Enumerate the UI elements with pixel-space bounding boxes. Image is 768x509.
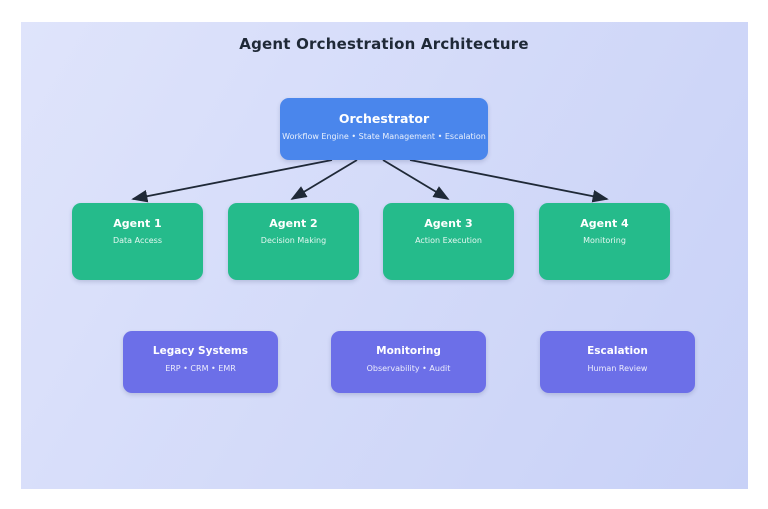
agent-4-title: Agent 4 [580, 217, 629, 230]
legacy-systems-node: Legacy Systems ERP • CRM • EMR [123, 331, 278, 393]
agent-1-node: Agent 1 Data Access [72, 203, 203, 280]
escalation-subtitle: Human Review [587, 364, 648, 373]
orchestrator-title: Orchestrator [338, 111, 430, 126]
escalation-title: Escalation [587, 345, 648, 357]
agent-1-title: Agent 1 [113, 217, 162, 230]
diagram-title: Agent Orchestration Architecture [239, 35, 529, 53]
agent-3-title: Agent 3 [424, 217, 473, 230]
agent-3-subtitle: Action Execution [415, 236, 482, 245]
orchestrator-subtitle: Workflow Engine • State Management • Esc… [282, 132, 486, 141]
escalation-node: Escalation Human Review [540, 331, 695, 393]
agent-2-node: Agent 2 Decision Making [228, 203, 359, 280]
orchestrator-node: Orchestrator Workflow Engine • State Man… [280, 98, 488, 160]
agent-3-node: Agent 3 Action Execution [383, 203, 514, 280]
agent-2-subtitle: Decision Making [260, 236, 327, 245]
agent-1-subtitle: Data Access [112, 236, 163, 245]
monitoring-subtitle: Observability • Audit [366, 364, 451, 373]
monitoring-title: Monitoring [376, 345, 441, 357]
agent-2-title: Agent 2 [269, 217, 318, 230]
agent-4-subtitle: Monitoring [583, 236, 626, 245]
agent-4-node: Agent 4 Monitoring [539, 203, 670, 280]
monitoring-node: Monitoring Observability • Audit [331, 331, 486, 393]
legacy-systems-subtitle: ERP • CRM • EMR [165, 364, 236, 373]
legacy-systems-title: Legacy Systems [152, 345, 249, 357]
